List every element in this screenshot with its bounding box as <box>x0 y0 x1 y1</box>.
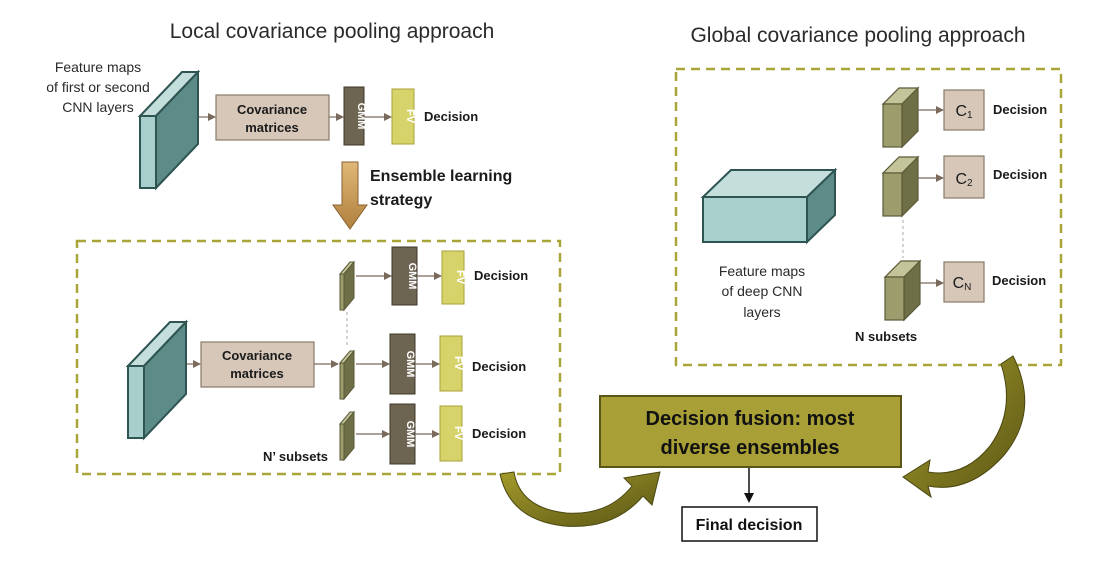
local-covariance-label-2: matrices <box>245 120 298 135</box>
local-subsets-label: N’ subsets <box>263 449 328 464</box>
local-gmm-box <box>343 86 365 146</box>
classifier-box-2 <box>943 155 985 199</box>
decision-fusion-label-1: Decision fusion: most <box>646 408 855 430</box>
global-subsets-label: N subsets <box>855 329 917 344</box>
global-input-label-3: layers <box>743 304 780 320</box>
local-covariance-label-1: Covariance <box>237 102 307 117</box>
global-subset-cube-3 <box>883 259 922 322</box>
curved-arrow-left <box>499 471 661 527</box>
local-ensemble-fv-label-3: FV <box>452 426 464 441</box>
local-ensemble-gmm-label-1: GMM <box>406 263 418 290</box>
local-gmm-label: GMM <box>355 103 367 130</box>
local-ensemble-feature-map-block <box>125 319 189 441</box>
global-decision-2: Decision <box>993 167 1047 182</box>
final-decision-box <box>681 506 818 542</box>
global-decision-3: Decision <box>992 273 1046 288</box>
local-input-label-2: of first or second <box>46 79 150 95</box>
local-ensemble-fv-label-2: FV <box>452 356 464 371</box>
local-ensemble-gmm-label-3: GMM <box>404 421 416 448</box>
local-input-label-3: CNN layers <box>62 99 134 115</box>
ensemble-label-2: strategy <box>370 192 432 209</box>
local-feature-map-block <box>137 69 201 191</box>
global-subset-cube-2 <box>881 155 920 218</box>
local-ensemble-fv-box-2 <box>439 335 463 392</box>
curved-arrow-right <box>902 355 1026 499</box>
local-title: Local covariance pooling approach <box>170 20 495 43</box>
local-subset-slice-2 <box>338 349 356 401</box>
ensemble-label-1: Ensemble learning <box>370 168 512 185</box>
global-feature-map-block <box>700 167 838 245</box>
global-input-label-1: Feature maps <box>719 263 805 279</box>
global-input-label-2: of deep CNN <box>722 283 803 299</box>
local-ensemble-covariance-label-2: matrices <box>230 366 283 381</box>
local-ensemble-gmm-box-3 <box>389 403 416 465</box>
local-ensemble-decision-1: Decision <box>474 268 528 283</box>
local-ensemble-gmm-label-2: GMM <box>404 351 416 378</box>
classifier-box-1 <box>943 89 985 131</box>
local-fv-label: FV <box>404 109 416 124</box>
classifier-label-1: C1 <box>955 103 973 121</box>
global-decision-1: Decision <box>993 102 1047 117</box>
classifier-label-3: CN <box>953 275 972 293</box>
local-ensemble-covariance-label-1: Covariance <box>222 348 292 363</box>
decision-fusion-label-2: diverse ensembles <box>661 437 840 459</box>
local-ensemble-fv-box-3 <box>439 405 463 462</box>
local-ensemble-box <box>75 239 562 476</box>
final-decision-label: Final decision <box>696 517 803 534</box>
ensemble-down-arrow <box>332 161 368 230</box>
local-ensemble-decision-3: Decision <box>472 426 526 441</box>
local-ensemble-decision-2: Decision <box>472 359 526 374</box>
classifier-box-3 <box>943 261 985 303</box>
local-input-label-1: Feature maps <box>55 59 141 75</box>
global-subset-cube-1 <box>881 86 920 149</box>
local-ensemble-fv-box-1 <box>441 250 465 305</box>
local-subset-slice-3 <box>338 410 356 462</box>
local-fv-box <box>391 88 415 145</box>
global-box <box>674 67 1063 367</box>
local-subset-slice-1 <box>338 260 356 312</box>
local-covariance-box <box>215 94 330 141</box>
local-decision-label: Decision <box>424 109 478 124</box>
classifier-label-2: C2 <box>955 171 973 189</box>
decision-fusion-box <box>599 395 902 468</box>
local-ensemble-gmm-box-2 <box>389 333 416 395</box>
local-ensemble-fv-label-1: FV <box>454 270 466 285</box>
global-title: Global covariance pooling approach <box>690 24 1025 47</box>
local-ensemble-covariance-box <box>200 341 315 388</box>
